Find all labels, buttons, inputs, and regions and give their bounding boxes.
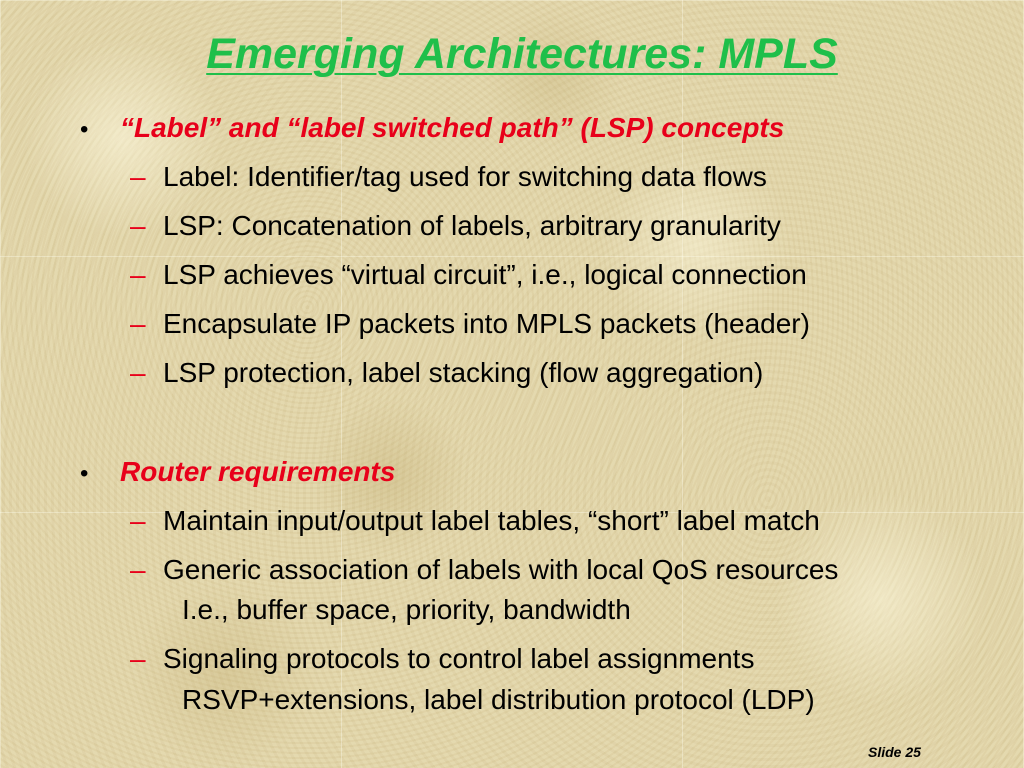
list-item: –Generic association of labels with loca… <box>130 554 838 586</box>
dash-icon: – <box>130 357 146 388</box>
dash-icon: – <box>130 210 146 241</box>
dash-icon: – <box>130 259 146 290</box>
list-item: –LSP achieves “virtual circuit”, i.e., l… <box>130 259 807 291</box>
list-item-text: Encapsulate IP packets into MPLS packets… <box>163 308 810 339</box>
list-item-text: Label: Identifier/tag used for switching… <box>163 161 767 192</box>
list-item-text: LSP achieves “virtual circuit”, i.e., lo… <box>163 259 807 290</box>
slide-title: Emerging Architectures: MPLS <box>206 30 838 78</box>
bullet-icon: • <box>80 116 89 143</box>
dash-icon: – <box>130 505 146 536</box>
section-heading-lsp-concepts: “Label” and “label switched path” (LSP) … <box>120 112 785 143</box>
list-item: –Encapsulate IP packets into MPLS packet… <box>130 308 810 340</box>
list-item-text: Signaling protocols to control label ass… <box>163 643 755 674</box>
list-item-continuation: I.e., buffer space, priority, bandwidth <box>182 594 631 625</box>
dash-icon: – <box>130 308 146 339</box>
dash-icon: – <box>130 643 146 674</box>
list-item: –LSP protection, label stacking (flow ag… <box>130 357 763 389</box>
list-item-continuation: RSVP+extensions, label distribution prot… <box>182 684 815 715</box>
list-item: –Signaling protocols to control label as… <box>130 643 754 675</box>
list-item-text: LSP: Concatenation of labels, arbitrary … <box>163 210 781 241</box>
list-item-text: Generic association of labels with local… <box>163 554 839 585</box>
dash-icon: – <box>130 554 146 585</box>
list-item: –LSP: Concatenation of labels, arbitrary… <box>130 210 781 242</box>
slide-number: Slide 25 <box>868 744 921 760</box>
bullet-icon: • <box>80 460 89 487</box>
list-item-text: LSP protection, label stacking (flow agg… <box>163 357 764 388</box>
dash-icon: – <box>130 161 146 192</box>
list-item: –Label: Identifier/tag used for switchin… <box>130 161 767 193</box>
list-item: –Maintain input/output label tables, “sh… <box>130 505 820 537</box>
list-item-text: Maintain input/output label tables, “sho… <box>163 505 820 536</box>
section-heading-router-requirements: Router requirements <box>120 456 396 487</box>
